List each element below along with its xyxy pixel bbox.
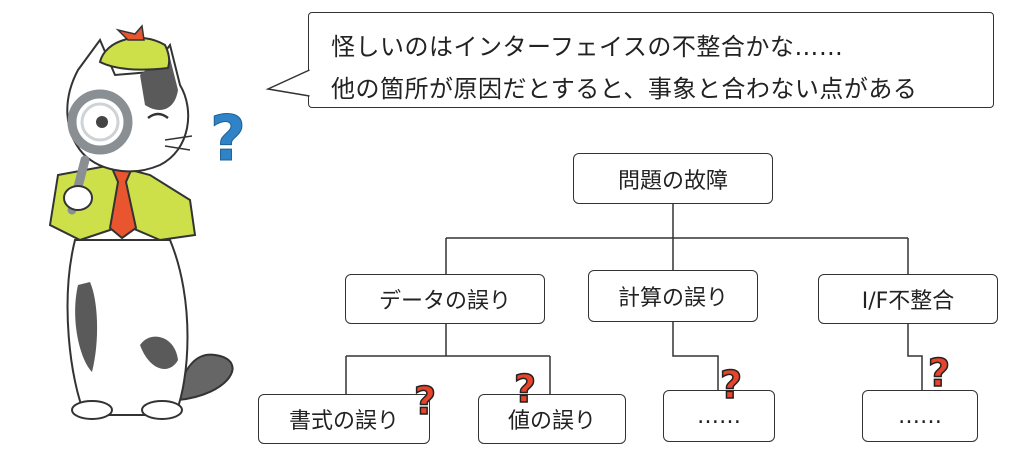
question-mark-icon: ?	[720, 363, 742, 407]
leaf-node-format-error: 書式の誤り	[258, 394, 430, 444]
cat-hat	[98, 36, 171, 71]
branch-node-calc-error: 計算の誤り	[588, 270, 758, 322]
question-mark-icon: ?	[414, 379, 436, 423]
leaf-node-calc-more: ……	[663, 390, 775, 442]
speech-line-1: 怪しいのはインターフェイスの不整合かな……	[331, 33, 844, 61]
blue-question-icon: ?	[210, 102, 246, 175]
branch-node-if-mismatch: I/F不整合	[818, 274, 998, 324]
leaf-node-if-more: ……	[862, 390, 978, 442]
root-node-problem-failure: 問題の故障	[573, 153, 773, 204]
question-mark-icon: ?	[928, 351, 950, 395]
question-mark-icon: ?	[514, 367, 536, 411]
leaf-node-value-error: 値の誤り	[478, 394, 626, 444]
detective-cat-illustration: ?	[48, 24, 246, 420]
branch-node-data-error: データの誤り	[345, 274, 545, 324]
speech-line-2: 他の箇所が原因だとすると、事象と合わない点がある	[331, 75, 918, 103]
speech-bubble: 怪しいのはインターフェイスの不整合かな…… 他の箇所が原因だとすると、事象と合わ…	[308, 12, 994, 108]
speech-bubble-tail	[265, 69, 312, 97]
